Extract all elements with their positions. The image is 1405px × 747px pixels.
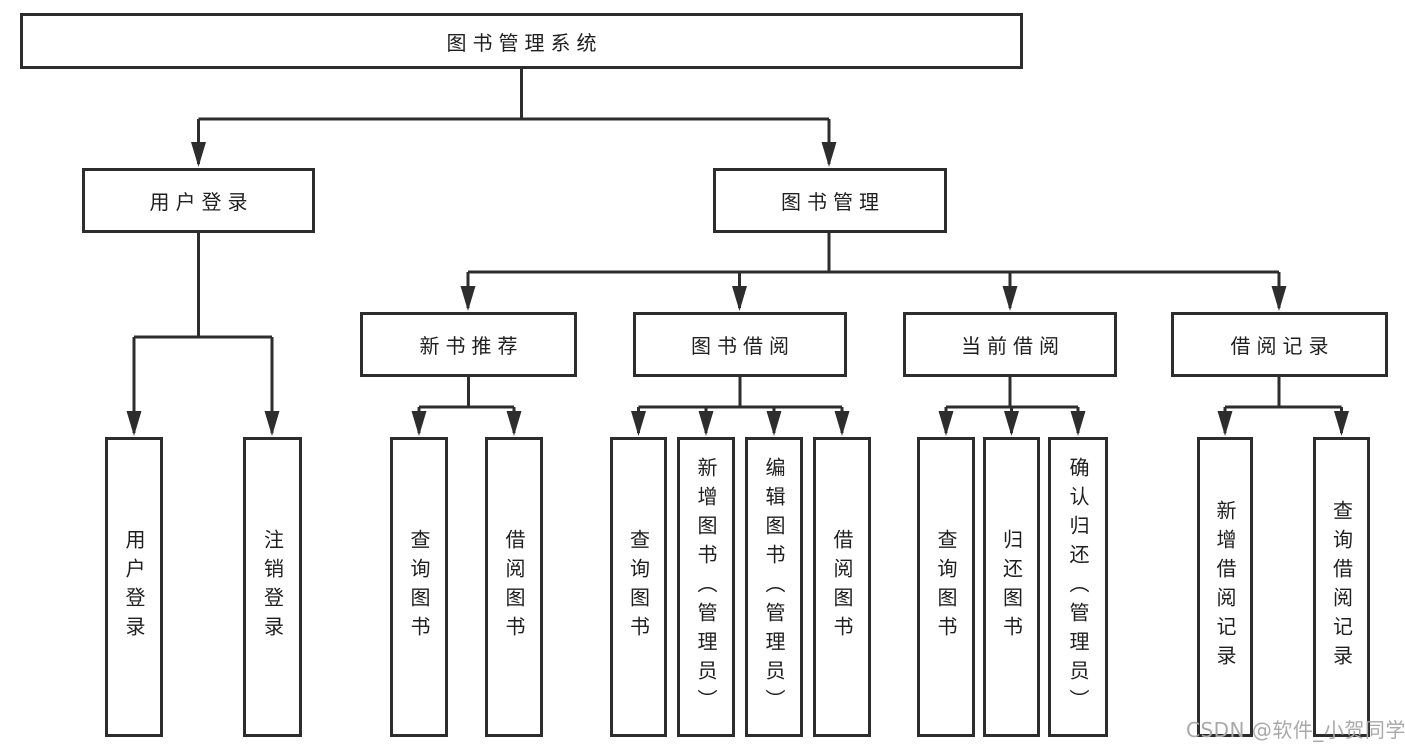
- leaf-confirm-return-admin: 确认归还（管理员）: [1048, 437, 1108, 737]
- node-borrow-records: 借阅记录: [1171, 312, 1388, 377]
- leaf-borrow-books-2: 借阅图书: [813, 437, 871, 737]
- connector-user-login-branch: [132, 233, 274, 433]
- node-book-borrow: 图书借阅: [633, 312, 847, 377]
- leaf-return-books: 归还图书: [983, 437, 1040, 737]
- connector-root-to-level2: [197, 69, 831, 164]
- node-library-system: 图书管理系统: [20, 13, 1023, 69]
- leaf-query-books-1-label: 查询图书: [407, 529, 431, 645]
- node-book-management: 图书管理: [713, 168, 947, 233]
- connector-book-mgmt-branch: [466, 233, 1281, 308]
- leaf-add-books-admin-label: 新增图书（管理员）: [694, 456, 718, 718]
- leaf-borrow-books-1-label: 借阅图书: [502, 529, 526, 645]
- leaf-user-login-label: 用户登录: [122, 529, 146, 645]
- leaf-return-books-label: 归还图书: [999, 529, 1024, 645]
- leaf-query-books-2-label: 查询图书: [626, 529, 651, 645]
- leaf-borrow-books-1: 借阅图书: [485, 437, 543, 737]
- leaf-edit-books-admin: 编辑图书（管理员）: [745, 437, 803, 737]
- leaf-query-books-1: 查询图书: [390, 437, 448, 737]
- csdn-watermark: CSDN @软件_小贺同学: [1186, 718, 1405, 742]
- leaf-query-books-2: 查询图书: [610, 437, 667, 737]
- leaf-query-borrow-record-label: 查询借阅记录: [1329, 500, 1354, 674]
- node-user-login: 用户登录: [82, 168, 315, 233]
- leaf-add-books-admin: 新增图书（管理员）: [677, 437, 735, 737]
- connector-records-branch: [1223, 377, 1343, 433]
- leaf-logout-login: 注销登录: [243, 437, 302, 737]
- leaf-edit-books-admin-label: 编辑图书（管理员）: [762, 456, 786, 718]
- node-current-borrow: 当前借阅: [903, 312, 1117, 377]
- leaf-query-borrow-record: 查询借阅记录: [1313, 437, 1370, 737]
- leaf-borrow-books-2-label: 借阅图书: [830, 529, 854, 645]
- connector-borrow-branch: [637, 377, 844, 433]
- arrowheads: [126, 142, 1349, 436]
- leaf-confirm-return-admin-label: 确认归还（管理员）: [1066, 456, 1090, 718]
- leaf-add-borrow-record-label: 新增借阅记录: [1213, 500, 1237, 674]
- connector-new-rec-branch: [417, 377, 516, 433]
- node-new-book-recommend: 新书推荐: [360, 312, 577, 377]
- leaf-add-borrow-record: 新增借阅记录: [1197, 437, 1253, 737]
- leaf-logout-login-label: 注销登录: [260, 529, 285, 645]
- leaf-query-books-3-label: 查询图书: [934, 529, 958, 645]
- leaf-user-login: 用户登录: [105, 437, 163, 737]
- leaf-query-books-3: 查询图书: [917, 437, 975, 737]
